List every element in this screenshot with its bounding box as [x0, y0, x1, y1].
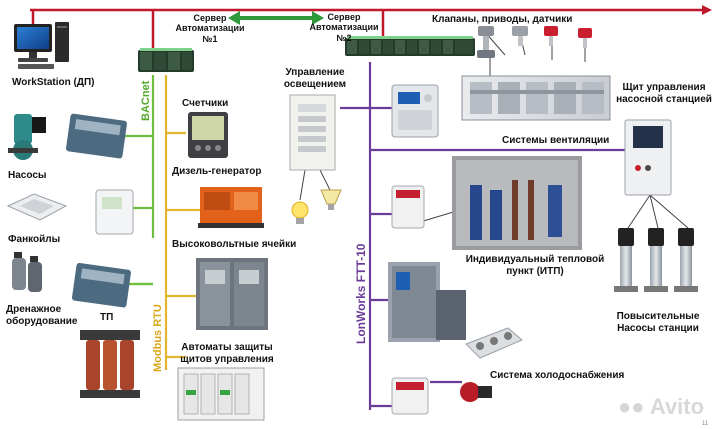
drainage-pump-icon — [12, 252, 42, 292]
workstation-label: WorkStation (ДП) — [12, 77, 95, 88]
io-module-icon-2 — [71, 262, 131, 308]
server1-label-line2: Автоматизации — [175, 23, 245, 34]
io-module-icon — [66, 113, 127, 159]
transformer-icon — [80, 330, 140, 398]
itp-label-line1: Индивидуальный тепловой — [465, 254, 605, 265]
valve-actuator-icon — [477, 26, 592, 58]
hv-switchgear-icon — [196, 258, 268, 330]
diesel-generator-icon — [198, 187, 264, 228]
thermostat-icon — [95, 189, 134, 235]
itp-label: Индивидуальный тепловой пункт (ИТП) — [465, 254, 605, 277]
breakers-label-line2: щитов управления — [180, 353, 274, 365]
cooling-label: Система холодоснабжения — [490, 370, 625, 381]
fancoils-label: Фанкойлы — [8, 234, 61, 245]
drainage-label-line1: Дренажное — [6, 304, 62, 315]
drainage-label: Дренажное оборудование — [6, 304, 77, 327]
drainage-label-line2: оборудование — [6, 315, 78, 327]
itp-label-line2: пункт (ИТП) — [506, 265, 564, 277]
pump-panel-label: Щит управления насосной станцией — [610, 82, 718, 105]
air-handling-unit-icon — [461, 75, 611, 121]
io-module-icon-4 — [391, 377, 429, 415]
server2-label-line2: Автоматизации — [309, 22, 379, 33]
server-link-arrow — [228, 11, 324, 25]
booster-label-line2: Насосы станции — [617, 322, 699, 334]
hv-cells-label: Высоковольтные ячейки — [172, 239, 297, 250]
watermark-logo: ●● Avito — [618, 394, 704, 420]
drycooler-icon — [465, 327, 523, 359]
ventilation-label: Системы вентиляции — [502, 135, 610, 146]
pumps-label: Насосы — [8, 170, 47, 181]
fancoil-icon — [6, 193, 68, 221]
booster-pump-icon — [614, 228, 698, 292]
bacnet-label: BACnet — [140, 80, 152, 121]
watermark-text: Avito — [649, 394, 705, 419]
server1-controller-icon — [138, 48, 194, 72]
server2-label-line1: Сервер — [327, 12, 361, 22]
modbus-label: Modbus RTU — [152, 304, 164, 372]
server2-label: Сервер Автоматизации №2 — [304, 12, 384, 43]
lighting-label-line1: Управление — [285, 67, 345, 78]
frequency-drive-icon — [391, 84, 439, 138]
pump-panel-label-line1: Щит управления — [622, 82, 706, 93]
ethernet-bus — [30, 8, 705, 50]
lighting-panel-icon — [289, 94, 336, 171]
workstation-icon — [14, 22, 69, 69]
meters-label: Счетчики — [182, 98, 229, 109]
pump-icon — [8, 114, 46, 160]
diesel-label: Дизель-генератор — [172, 166, 262, 177]
page-number: 11 — [702, 421, 709, 427]
energy-meter-icon — [188, 112, 228, 158]
server1-label-line3: №1 — [202, 33, 218, 44]
lighting-label: Управление освещением — [280, 67, 350, 90]
server1-label-line1: Сервер — [193, 13, 227, 23]
heating-substation-icon — [452, 156, 582, 250]
pump-panel-label-line2: насосной станцией — [616, 93, 712, 105]
chiller-icon — [388, 262, 466, 342]
breakers-label: Автоматы защиты щитов управления — [172, 342, 282, 365]
watermark-dots-icon: ●● — [618, 394, 645, 419]
tp-label: ТП — [100, 312, 114, 323]
ethernet-arrow-head — [702, 5, 712, 15]
server2-controller-icon — [345, 36, 475, 56]
lighting-label-line2: освещением — [283, 78, 347, 90]
bacnet-bus — [125, 75, 155, 286]
valves-label: Клапаны, приводы, датчики — [432, 14, 573, 25]
lonworks-bus — [340, 62, 625, 410]
cooling-pump-icon — [460, 382, 492, 402]
server2-label-line3: №2 — [336, 32, 352, 43]
io-module-icon-3 — [391, 185, 425, 229]
circuit-breaker-icon — [177, 367, 265, 421]
booster-label-line1: Повысительные — [616, 311, 700, 322]
server1-label: Сервер Автоматизации №1 — [170, 13, 250, 44]
lonworks-label: LonWorks FTT-10 — [354, 243, 368, 344]
modbus-bus — [164, 75, 200, 370]
pump-control-panel-icon — [624, 119, 672, 196]
breakers-label-line1: Автоматы защиты — [181, 342, 273, 353]
booster-label: Повысительные Насосы станции — [606, 311, 710, 334]
light-bulb-icon — [291, 189, 342, 224]
